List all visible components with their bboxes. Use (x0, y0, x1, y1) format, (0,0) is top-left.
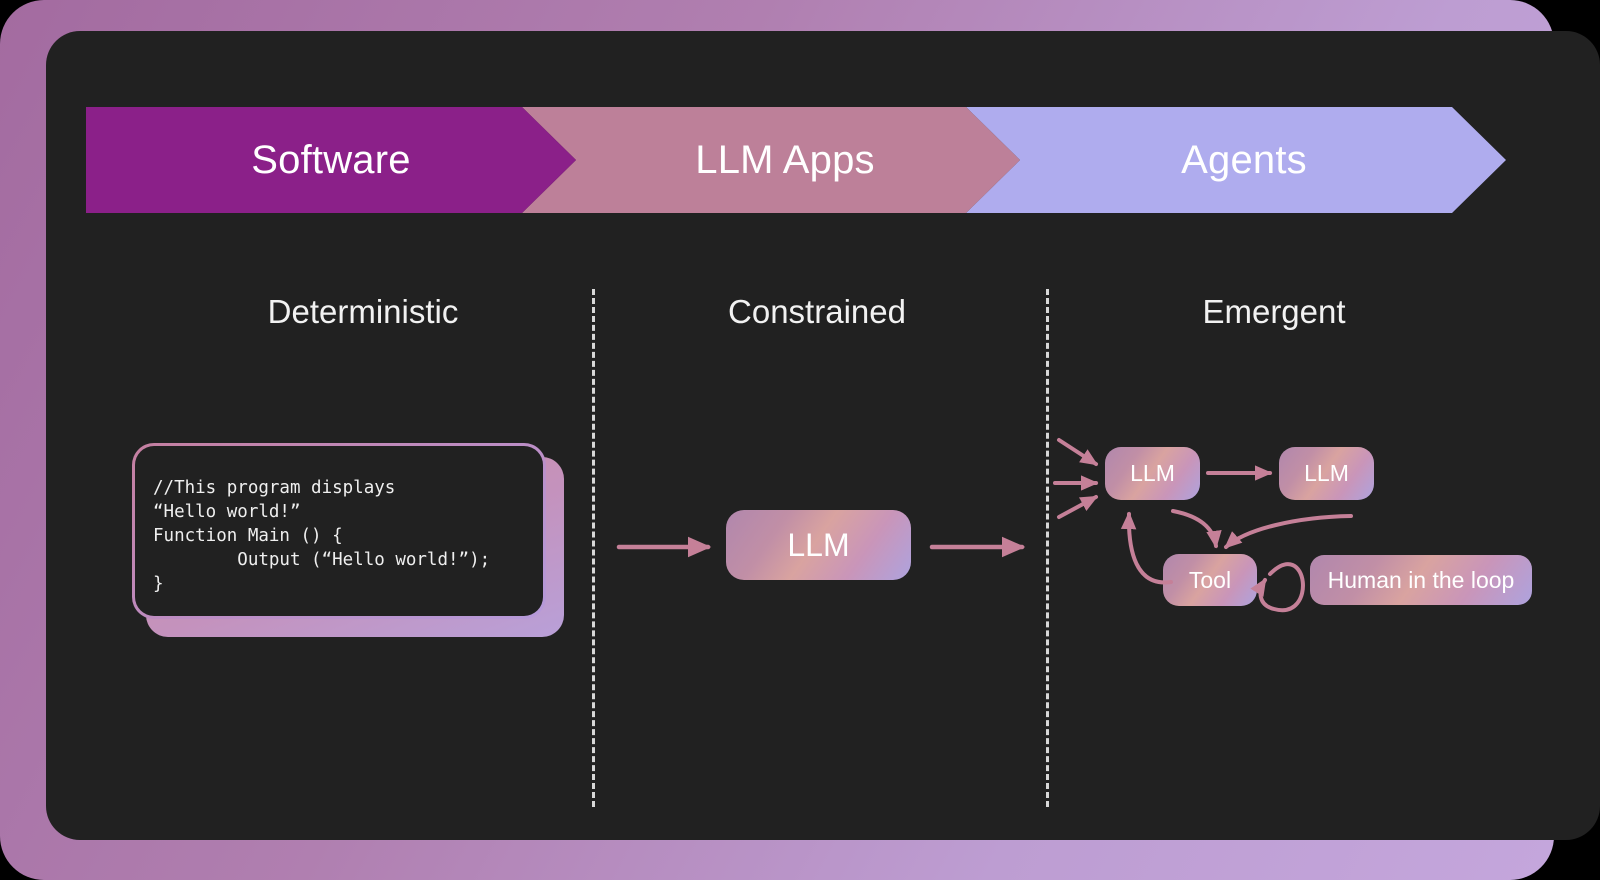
node-llm-second[interactable]: LLM (1279, 447, 1374, 500)
node-label: LLM (1304, 460, 1349, 486)
column-label-constrained: Constrained (728, 293, 906, 330)
node-tool[interactable]: Tool (1163, 554, 1257, 606)
code-block-text: //This program displays “Hello world!” F… (153, 478, 491, 594)
column-label-deterministic: Deterministic (267, 293, 459, 330)
arrow-llm-a-to-tool (1171, 509, 1222, 549)
column-divider-right (1046, 289, 1049, 807)
arrow-llm-b-to-tool (1224, 514, 1353, 549)
node-llm-main[interactable]: LLM (726, 510, 911, 580)
node-human-in-the-loop[interactable]: Human in the loop (1310, 555, 1532, 605)
column-label-emergent: Emergent (1202, 293, 1346, 330)
arrow-tool-self-loop (1250, 562, 1305, 613)
node-label: LLM (1130, 460, 1175, 486)
banner-segment-agents[interactable]: Agents (966, 107, 1506, 213)
banner-segment-label: Agents (1181, 137, 1307, 182)
banner-segment-label: LLM Apps (695, 137, 875, 182)
arrow-input-top (1057, 438, 1099, 466)
code-block: //This program displays “Hello world!” F… (132, 443, 564, 637)
node-llm-first[interactable]: LLM (1105, 447, 1200, 500)
banner-segment-label: Software (251, 137, 411, 182)
node-label: Tool (1188, 566, 1232, 593)
maturity-banner: Software LLM Apps Agents (86, 107, 1506, 213)
banner-segment-software[interactable]: Software (86, 107, 576, 213)
column-divider-left (592, 289, 595, 807)
node-label: Human in the loop (1327, 566, 1515, 593)
dark-panel: Software LLM Apps Agents Deterministic C… (46, 31, 1600, 840)
node-label: LLM (787, 526, 850, 563)
arrow-input-bottom (1057, 495, 1099, 519)
banner-segment-llm-apps[interactable]: LLM Apps (522, 107, 1020, 213)
code-block-surface: //This program displays “Hello world!” F… (132, 443, 546, 619)
